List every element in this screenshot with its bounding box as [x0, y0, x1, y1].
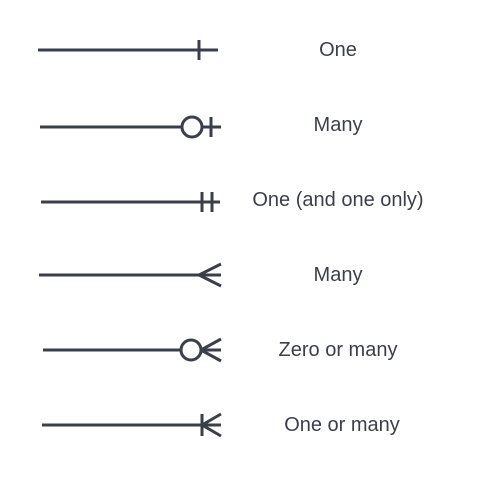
- one-bar-icon: [0, 30, 240, 70]
- legend-label: Many: [313, 264, 363, 286]
- legend-row-one-and-only-one: One (and one only): [0, 180, 484, 220]
- legend-label: Many: [313, 114, 363, 136]
- circle-bar-icon: [0, 105, 240, 145]
- legend-label: One or many: [284, 414, 400, 436]
- legend-row-zero-or-many: Zero or many: [0, 330, 484, 370]
- legend-row-many: Many: [0, 255, 484, 295]
- legend-label: One: [319, 39, 357, 61]
- crows-foot-icon: [0, 255, 240, 295]
- legend-row-one-or-many: One or many: [0, 405, 484, 445]
- legend-label: One (and one only): [252, 189, 424, 211]
- legend-row-one: One: [0, 30, 484, 70]
- legend-label: Zero or many: [278, 339, 398, 361]
- bar-crows-foot-icon: [0, 405, 240, 445]
- legend-row-many-circle: Many: [0, 105, 484, 145]
- circle-crows-foot-icon: [0, 330, 240, 370]
- double-bar-icon: [0, 180, 240, 220]
